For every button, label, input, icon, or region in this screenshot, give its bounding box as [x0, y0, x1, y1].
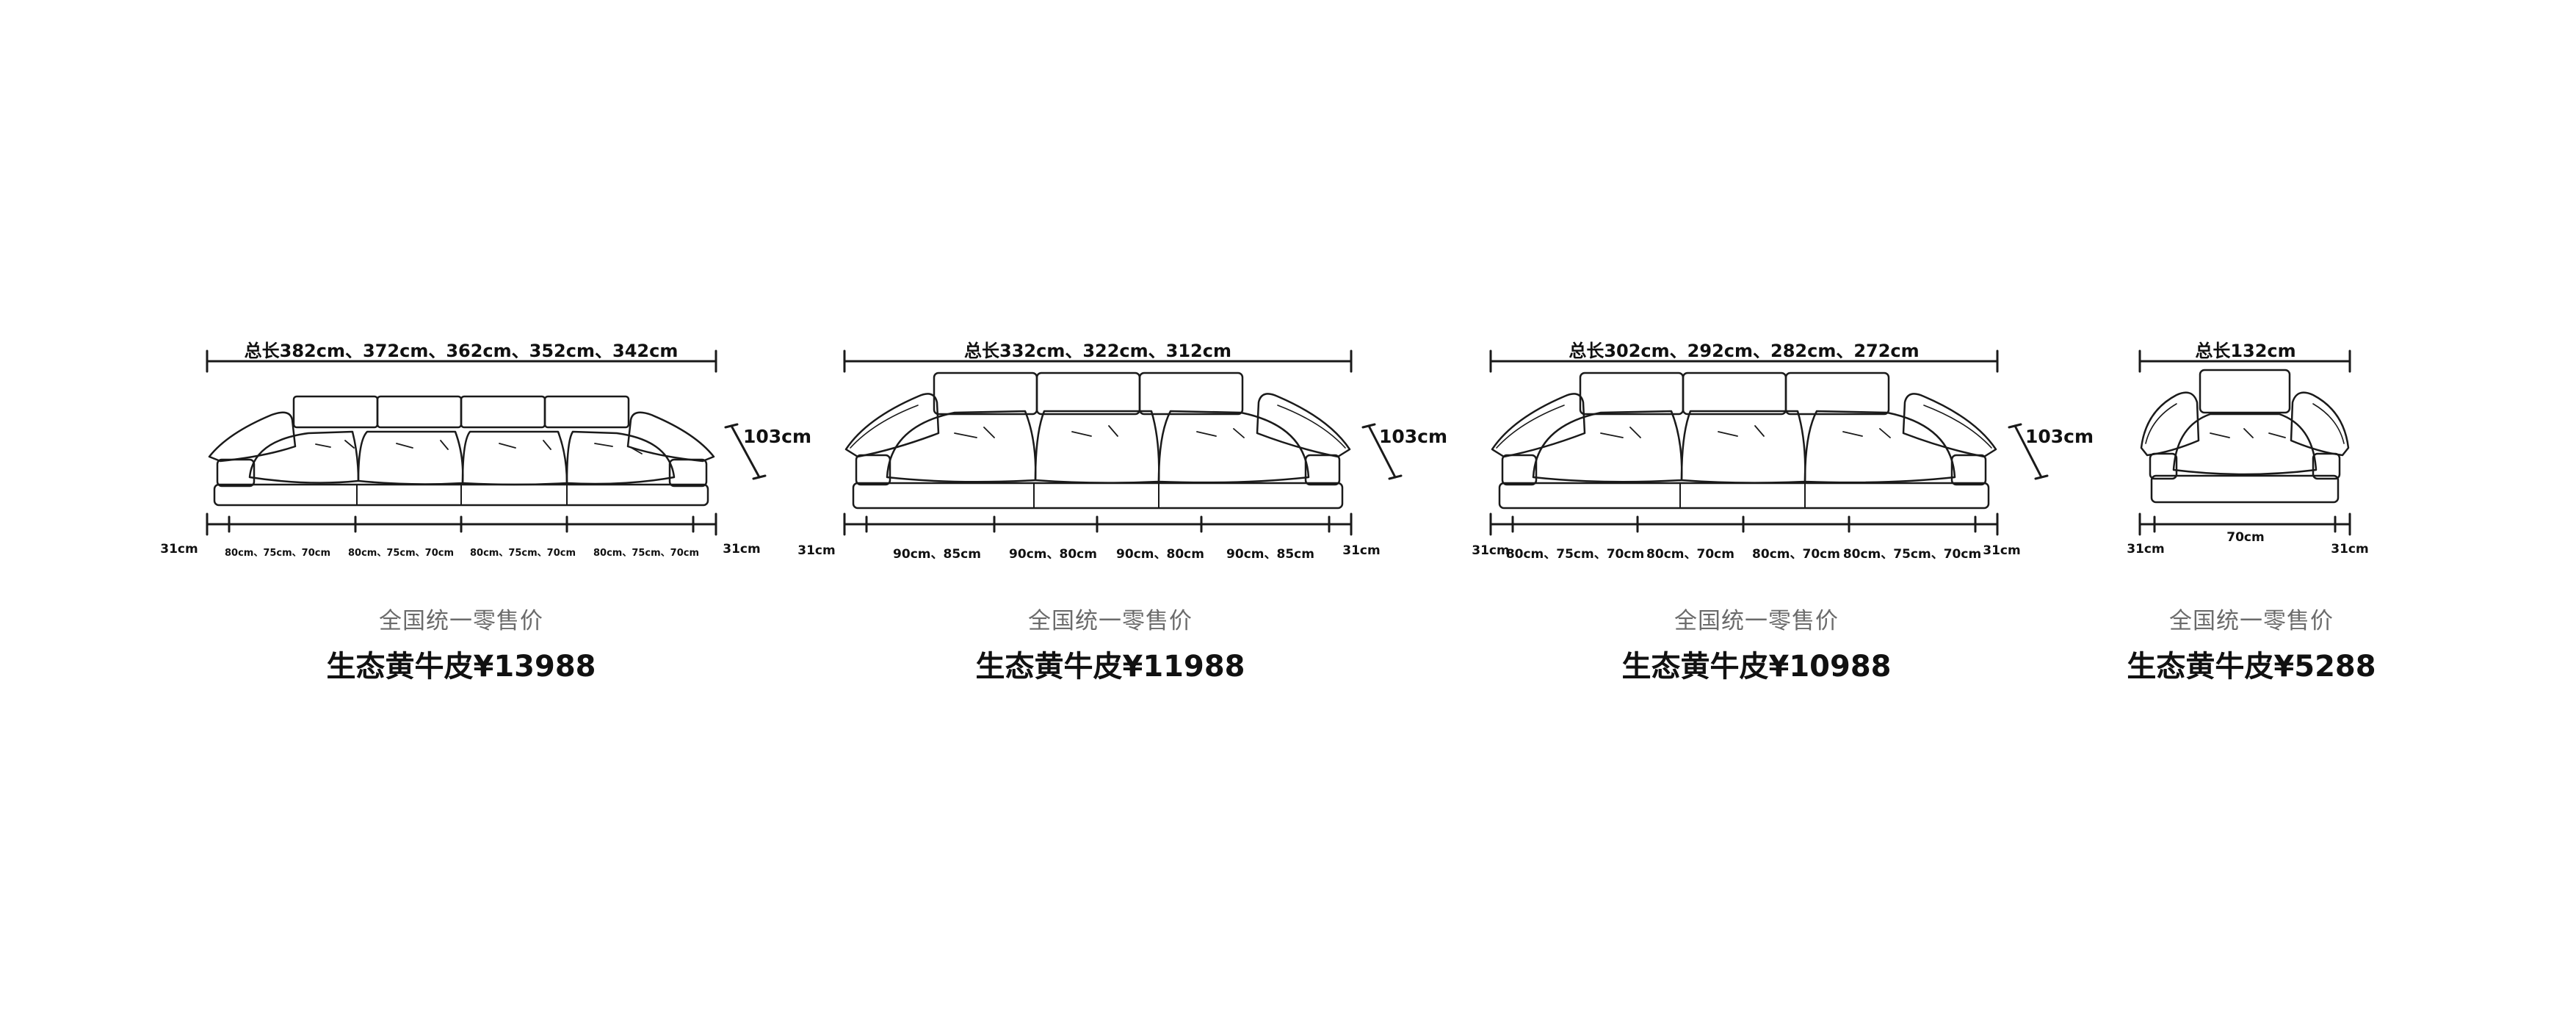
price-block: 全国统一零售价 生态黄牛皮¥10988 [1622, 602, 1892, 685]
retail-price-label: 全国统一零售价 [1674, 608, 1839, 634]
retail-price-label: 全国统一零售价 [1028, 608, 1193, 634]
segment-label: 80cm、70cm [1752, 547, 1840, 562]
retail-price-label: 全国统一零售价 [2168, 608, 2334, 634]
sofa-drawing-single-seat [2138, 349, 2351, 536]
total-length-label: 总长302cm、292cm、282cm、272cm [1569, 341, 1920, 361]
height-label: 103cm [1379, 426, 1448, 447]
arm-left-label: 31cm [2127, 542, 2165, 557]
sofa-panel-three-seat-a: 总长332cm、322cm、312cm 103cm 31cm 90cm、85cm… [797, 0, 1454, 1022]
arm-right-label: 31cm [723, 542, 761, 557]
arm-right-label: 31cm [2331, 542, 2369, 557]
height-label: 103cm [743, 426, 812, 447]
segment-label: 80cm、70cm [1646, 547, 1734, 562]
price-block: 全国统一零售价 生态黄牛皮¥5288 [2127, 602, 2376, 685]
segment-label: 80cm、75cm、70cm [593, 548, 700, 559]
segment-label: 90cm、80cm [1116, 547, 1204, 562]
arm-left-label: 31cm [1472, 543, 1510, 558]
segment-label: 90cm、85cm [1226, 547, 1314, 562]
price-value: 生态黄牛皮¥11988 [975, 650, 1245, 684]
sofa-drawing-four-seat [206, 349, 767, 536]
arm-left-label: 31cm [160, 542, 198, 557]
sofa-panel-three-seat-b: 总长302cm、292cm、282cm、272cm 103cm 31cm 80c… [1454, 0, 2100, 1022]
segment-label: 90cm、80cm [1009, 547, 1097, 562]
segment-label: 80cm、75cm、70cm [224, 548, 331, 559]
price-block: 全国统一零售价 生态黄牛皮¥13988 [327, 602, 596, 685]
sofa-drawing-three-seat-a [843, 349, 1403, 536]
retail-price-label: 全国统一零售价 [379, 608, 543, 634]
sofa-panel-single-seat: 总长132cm 31cm 70cm 31cm 全国统一零售价 生态黄牛皮¥528… [2100, 0, 2576, 1022]
segment-label: 80cm、75cm、70cm [1842, 547, 1982, 562]
segment-label: 80cm、75cm、70cm [347, 548, 455, 559]
sofa-panel-four-seat: 总长382cm、372cm、362cm、352cm、342cm 103cm 31… [0, 0, 812, 1022]
segment-label: 70cm [2226, 530, 2265, 545]
total-length-label: 总长332cm、322cm、312cm [964, 341, 1231, 361]
price-value: 生态黄牛皮¥5288 [2127, 650, 2376, 684]
price-block: 全国统一零售价 生态黄牛皮¥11988 [976, 602, 1245, 685]
segment-label: 80cm、75cm、70cm [469, 548, 576, 559]
segment-label: 90cm、85cm [893, 547, 981, 562]
price-value: 生态黄牛皮¥10988 [1621, 650, 1892, 684]
arm-left-label: 31cm [797, 543, 836, 558]
total-length-label: 总长382cm、372cm、362cm、352cm、342cm [244, 341, 679, 361]
sofa-drawing-three-seat-b [1489, 349, 2049, 536]
total-length-label: 总长132cm [2195, 341, 2296, 361]
height-label: 103cm [2025, 426, 2094, 447]
arm-right-label: 31cm [1342, 543, 1381, 558]
arm-right-label: 31cm [1983, 543, 2021, 558]
price-value: 生态黄牛皮¥13988 [326, 650, 596, 684]
segment-label: 80cm、75cm、70cm [1505, 547, 1645, 562]
